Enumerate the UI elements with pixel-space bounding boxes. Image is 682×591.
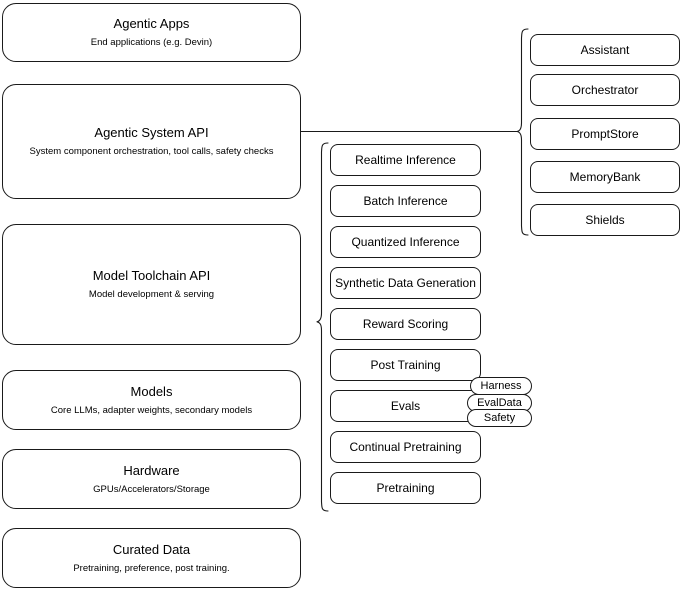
- toolchain-chip-synthetic-data-generation[interactable]: Synthetic Data Generation: [330, 267, 481, 299]
- layer-models[interactable]: Models Core LLMs, adapter weights, secon…: [2, 370, 301, 430]
- toolchain-chip-post-training[interactable]: Post Training: [330, 349, 481, 381]
- layer-title: Model Toolchain API: [92, 268, 211, 283]
- chip-label: Shields: [585, 213, 625, 227]
- chip-label: Pretraining: [376, 481, 435, 495]
- chip-label: PromptStore: [571, 127, 639, 141]
- chip-label: Orchestrator: [571, 83, 639, 97]
- system-chip-promptstore[interactable]: PromptStore: [530, 118, 680, 150]
- layer-agentic-apps[interactable]: Agentic Apps End applications (e.g. Devi…: [2, 3, 301, 62]
- toolchain-chip-pretraining[interactable]: Pretraining: [330, 472, 481, 504]
- layer-title: Curated Data: [112, 541, 191, 557]
- layer-title: Models: [130, 383, 173, 399]
- layer-model-toolchain-api[interactable]: Model Toolchain API Model development & …: [2, 224, 301, 345]
- layer-subtitle: GPUs/Accelerators/Storage: [93, 483, 210, 495]
- evals-badge-harness[interactable]: Harness: [470, 377, 532, 395]
- toolchain-chip-evals[interactable]: Evals: [330, 390, 481, 422]
- system-chip-orchestrator[interactable]: Orchestrator: [530, 74, 680, 106]
- chip-label: Continual Pretraining: [349, 440, 462, 454]
- layer-subtitle: End applications (e.g. Devin): [90, 37, 213, 48]
- toolchain-chip-quantized-inference[interactable]: Quantized Inference: [330, 226, 481, 258]
- layer-subtitle: Core LLMs, adapter weights, secondary mo…: [50, 404, 253, 416]
- toolchain-chip-continual-pretraining[interactable]: Continual Pretraining: [330, 431, 481, 463]
- chip-label: Reward Scoring: [362, 317, 449, 331]
- toolchain-chip-realtime-inference[interactable]: Realtime Inference: [330, 144, 481, 176]
- layer-agentic-system-api[interactable]: Agentic System API System component orch…: [2, 84, 301, 199]
- brace-toolchain-components: [316, 142, 329, 512]
- chip-label: Evals: [390, 399, 421, 413]
- badge-label: EvalData: [477, 397, 522, 409]
- layer-title: Agentic Apps: [113, 16, 190, 31]
- layer-subtitle: Model development & serving: [88, 289, 215, 300]
- toolchain-chip-batch-inference[interactable]: Batch Inference: [330, 185, 481, 217]
- layer-title: Hardware: [123, 462, 180, 478]
- toolchain-chip-reward-scoring[interactable]: Reward Scoring: [330, 308, 481, 340]
- chip-label: Synthetic Data Generation: [335, 276, 476, 290]
- system-chip-shields[interactable]: Shields: [530, 204, 680, 236]
- badge-label: Safety: [483, 412, 516, 424]
- chip-label: Assistant: [580, 43, 630, 57]
- layer-hardware[interactable]: Hardware GPUs/Accelerators/Storage: [2, 449, 301, 509]
- brace-system-components: [516, 28, 529, 236]
- chip-label: Post Training: [370, 358, 441, 372]
- system-chip-memorybank[interactable]: MemoryBank: [530, 161, 680, 193]
- chip-label: MemoryBank: [569, 170, 641, 184]
- chip-label: Quantized Inference: [351, 235, 460, 249]
- badge-label: Harness: [480, 380, 522, 392]
- layer-curated-data[interactable]: Curated Data Pretraining, preference, po…: [2, 528, 301, 588]
- system-chip-assistant[interactable]: Assistant: [530, 34, 680, 66]
- layer-title: Agentic System API: [94, 125, 209, 140]
- evals-badge-safety[interactable]: Safety: [467, 409, 532, 427]
- chip-label: Realtime Inference: [355, 153, 456, 167]
- layer-subtitle: Pretraining, preference, post training.: [73, 562, 230, 574]
- chip-label: Batch Inference: [363, 194, 448, 208]
- layer-subtitle: System component orchestration, tool cal…: [29, 146, 274, 157]
